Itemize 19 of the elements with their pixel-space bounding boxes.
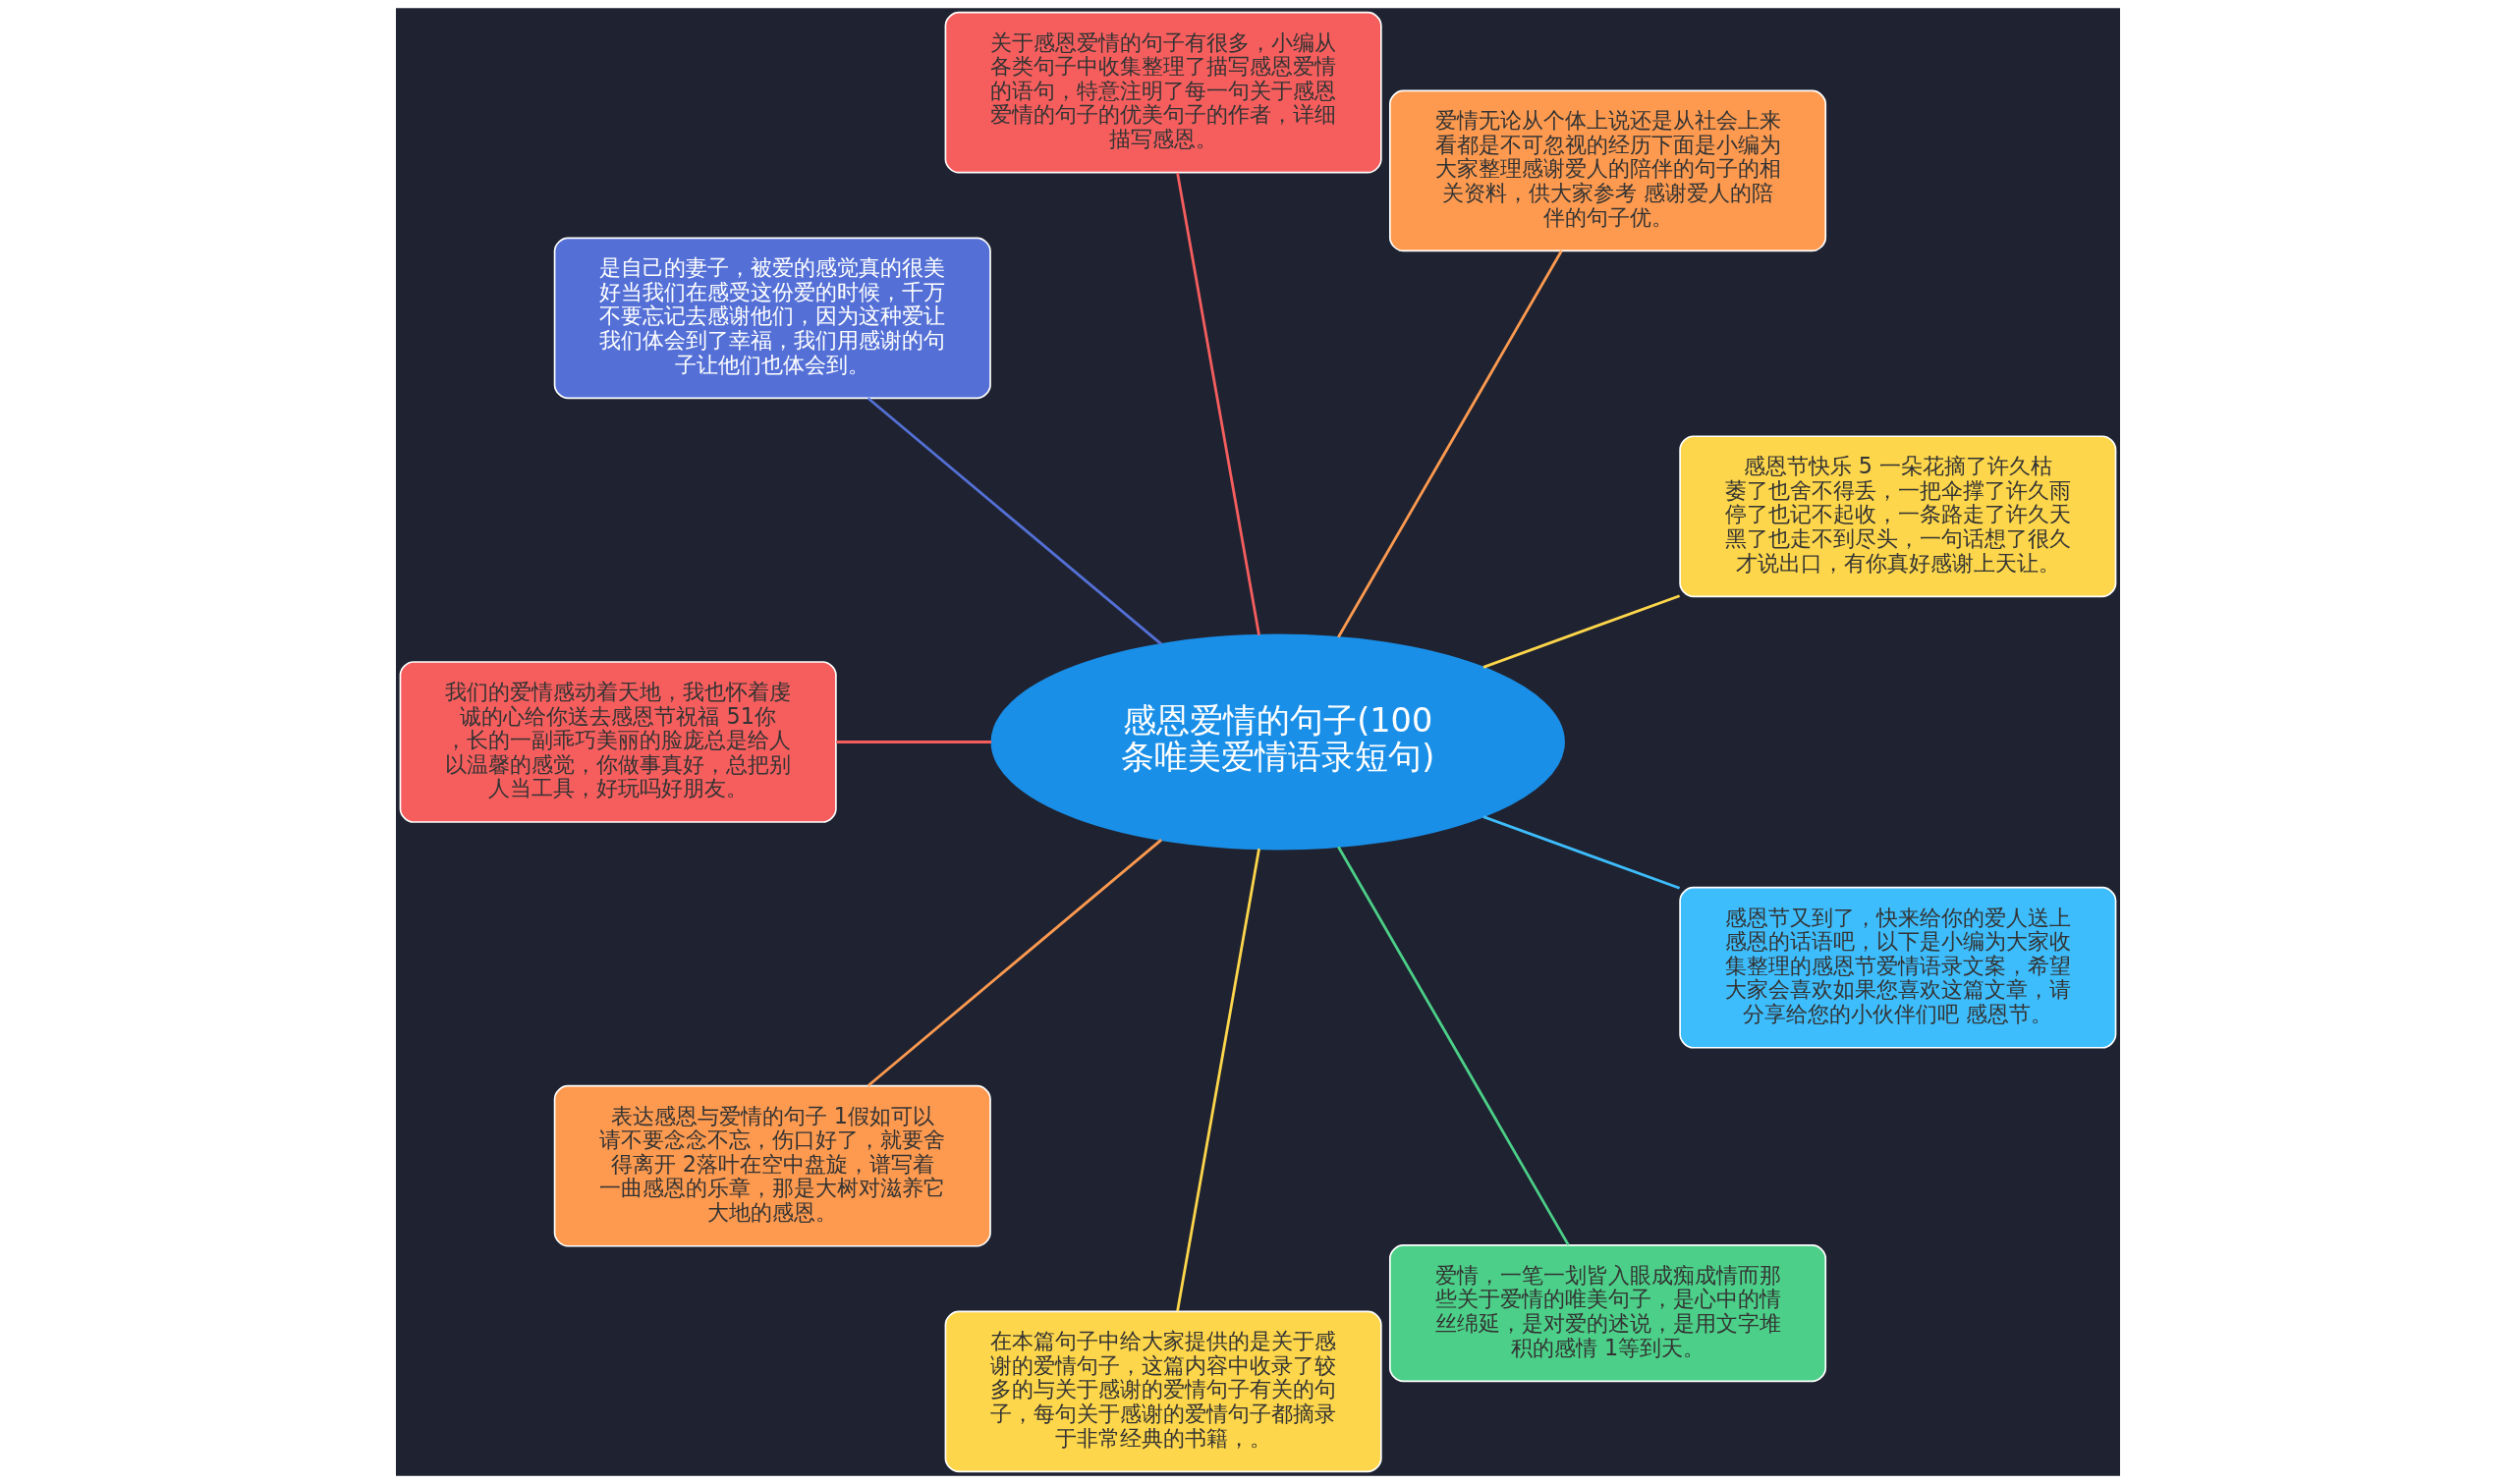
- connector: [1336, 846, 1570, 1246]
- connector: [1336, 249, 1563, 638]
- node-box: 感恩节又到了，快来给你的爱人送上感恩的话语吧，以下是小编为大家收集整理的感恩节爱情语录文案，希望大家会喜欢如果您喜欢这篇文章，请分享给您的小伙伴们吧 感恩节。: [1678, 886, 2116, 1049]
- connector: [1482, 815, 1680, 890]
- connector: [866, 397, 1162, 645]
- node-box: 爱情无论从个体上说还是从社会上来看都是不可忽视的经历下面是小编为大家整理感谢爱人的陪伴的句子的相关资料，供大家参考 感谢爱人的陪伴的句子优。: [1388, 89, 1826, 252]
- connector: [835, 741, 991, 743]
- connector: [866, 839, 1162, 1087]
- node-box: 感恩节快乐 5 一朵花摘了许久枯萎了也舍不得丢，一把伞撑了许久雨停了也记不起收，一条路走了许久天黑了也走不到尽头，一句话想了很久才说出口，有你真好感谢上天让。: [1678, 435, 2116, 598]
- node-box: 关于感恩爱情的句子有很多，小编从各类句子中收集整理了描写感恩爱情的语句，特意注明了每一句关于感恩爱情的句子的优美句子的作者，详细描写感恩。: [944, 11, 1382, 174]
- connector: [1175, 172, 1260, 635]
- connector: [1175, 849, 1260, 1312]
- node-box: 表达感恩与爱情的句子 1假如可以请不要念念不忘，伤口好了，就要舍得离开 2落叶在空中盘旋，谱写着一曲感恩的乐章，那是大树对滋养它大地的感恩。: [553, 1084, 991, 1247]
- node-box: 在本篇句子中给大家提供的是关于感谢的爱情句子，这篇内容中收录了较多的与关于感谢的爱情句子有关的句子，每句关于感谢的爱情句子都摘录于非常经典的书籍，。: [944, 1310, 1382, 1473]
- connector: [1482, 594, 1680, 669]
- node-box: 爱情，一笔一划皆入眼成痴成情而那些关于爱情的唯美句子，是心中的情丝绵延，是对爱的述说，是用文字堆积的感情 1等到天。: [1388, 1244, 1826, 1383]
- node-ellipse: 感恩爱情的句子(100条唯美爱情语录短句): [990, 633, 1565, 851]
- node-box: 是自己的妻子，被爱的感觉真的很美好当我们在感受这份爱的时候，千万不要忘记去感谢他们，因为这种爱让我们体会到了幸福，我们用感谢的句子让他们也体会到。: [553, 237, 991, 400]
- node-box: 我们的爱情感动着天地，我也怀着虔诚的心给你送去感恩节祝福 51你，长的一副乖巧美丽的脸庞总是给人以温馨的感觉，你做事真好，总把别人当工具，好玩吗好朋友。: [399, 661, 837, 823]
